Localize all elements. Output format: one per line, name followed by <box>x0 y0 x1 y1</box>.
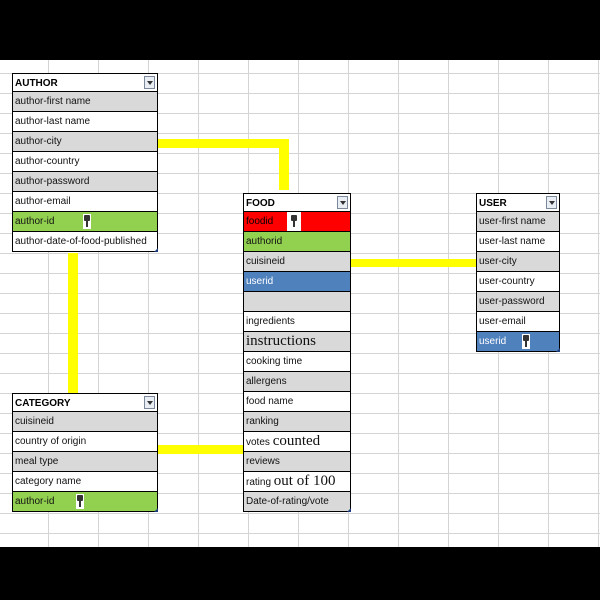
table-resize-handle[interactable] <box>154 508 158 512</box>
user-field-city[interactable]: user-city <box>476 252 560 272</box>
connector-author-city-to-food <box>158 139 289 148</box>
userid-label: userid <box>479 336 507 347</box>
food-field-instructions[interactable]: instructions <box>243 332 351 352</box>
food-field-empty[interactable] <box>243 292 351 312</box>
author-table: AUTHOR author-first name author-last nam… <box>12 73 158 252</box>
food-field-cooking-time[interactable]: cooking time <box>243 352 351 372</box>
table-resize-handle[interactable] <box>347 508 351 512</box>
food-table-title: FOOD <box>246 198 275 209</box>
food-field-rating[interactable]: rating out of 100 <box>243 472 351 492</box>
food-field-date-of-rating[interactable]: Date-of-rating/vote <box>243 492 351 512</box>
author-field-first-name[interactable]: author-first name <box>12 92 158 112</box>
category-field-author-id[interactable]: author-id <box>12 492 158 512</box>
food-field-cuisineid[interactable]: cuisineid <box>243 252 351 272</box>
author-field-date-published[interactable]: author-date-of-food-published <box>12 232 158 252</box>
table-resize-handle[interactable] <box>556 348 560 352</box>
user-field-last-name[interactable]: user-last name <box>476 232 560 252</box>
category-table-header: CATEGORY <box>12 393 158 412</box>
food-table-header: FOOD <box>243 193 351 212</box>
user-field-email[interactable]: user-email <box>476 312 560 332</box>
key-icon <box>522 334 530 349</box>
counted-label: counted <box>272 433 321 449</box>
author-field-password[interactable]: author-password <box>12 172 158 192</box>
user-field-password[interactable]: user-password <box>476 292 560 312</box>
food-field-allergens[interactable]: allergens <box>243 372 351 392</box>
key-icon <box>83 214 91 229</box>
author-field-city[interactable]: author-city <box>12 132 158 152</box>
connector-category-to-food <box>158 445 243 454</box>
user-table-header: USER <box>476 193 560 212</box>
user-field-first-name[interactable]: user-first name <box>476 212 560 232</box>
food-field-ingredients[interactable]: ingredients <box>243 312 351 332</box>
author-table-header: AUTHOR <box>12 73 158 92</box>
author-field-country[interactable]: author-country <box>12 152 158 172</box>
food-field-reviews[interactable]: reviews <box>243 452 351 472</box>
category-field-category-name[interactable]: category name <box>12 472 158 492</box>
out-of-100-label: out of 100 <box>273 473 336 489</box>
food-table: FOOD foodid authorid cuisineid userid in… <box>243 193 351 512</box>
author-id-label: author-id <box>15 216 55 227</box>
category-table-title: CATEGORY <box>15 398 71 409</box>
user-table-title: USER <box>479 198 507 209</box>
food-field-ranking[interactable]: ranking <box>243 412 351 432</box>
food-field-votes-counted[interactable]: votes counted <box>243 432 351 452</box>
category-field-cuisineid[interactable]: cuisineid <box>12 412 158 432</box>
author-table-title: AUTHOR <box>15 78 58 89</box>
connector-food-to-user-city <box>351 259 476 267</box>
spreadsheet-canvas: AUTHOR author-first name author-last nam… <box>0 60 600 547</box>
dropdown-arrow-icon[interactable] <box>337 196 348 209</box>
connector-author-to-category <box>68 253 78 393</box>
category-field-meal-type[interactable]: meal type <box>12 452 158 472</box>
rating-label: rating <box>246 477 274 488</box>
category-table: CATEGORY cuisineid country of origin mea… <box>12 393 158 512</box>
key-icon <box>76 494 84 509</box>
author-field-email[interactable]: author-email <box>12 192 158 212</box>
user-table: USER user-first name user-last name user… <box>476 193 560 352</box>
category-field-country-of-origin[interactable]: country of origin <box>12 432 158 452</box>
author-field-last-name[interactable]: author-last name <box>12 112 158 132</box>
food-field-userid[interactable]: userid <box>243 272 351 292</box>
dropdown-arrow-icon[interactable] <box>144 76 155 89</box>
category-author-id-label: author-id <box>15 496 55 507</box>
table-resize-handle[interactable] <box>154 248 158 252</box>
dropdown-arrow-icon[interactable] <box>546 196 557 209</box>
user-field-userid[interactable]: userid <box>476 332 560 352</box>
user-field-country[interactable]: user-country <box>476 272 560 292</box>
food-field-authorid[interactable]: authorid <box>243 232 351 252</box>
votes-label: votes <box>246 437 273 448</box>
connector-author-city-to-food-vertical <box>279 139 289 190</box>
food-field-foodid[interactable]: foodid <box>243 212 351 232</box>
author-field-id[interactable]: author-id <box>12 212 158 232</box>
key-icon <box>290 214 298 229</box>
dropdown-arrow-icon[interactable] <box>144 396 155 409</box>
foodid-label: foodid <box>246 216 274 227</box>
food-field-food-name[interactable]: food name <box>243 392 351 412</box>
